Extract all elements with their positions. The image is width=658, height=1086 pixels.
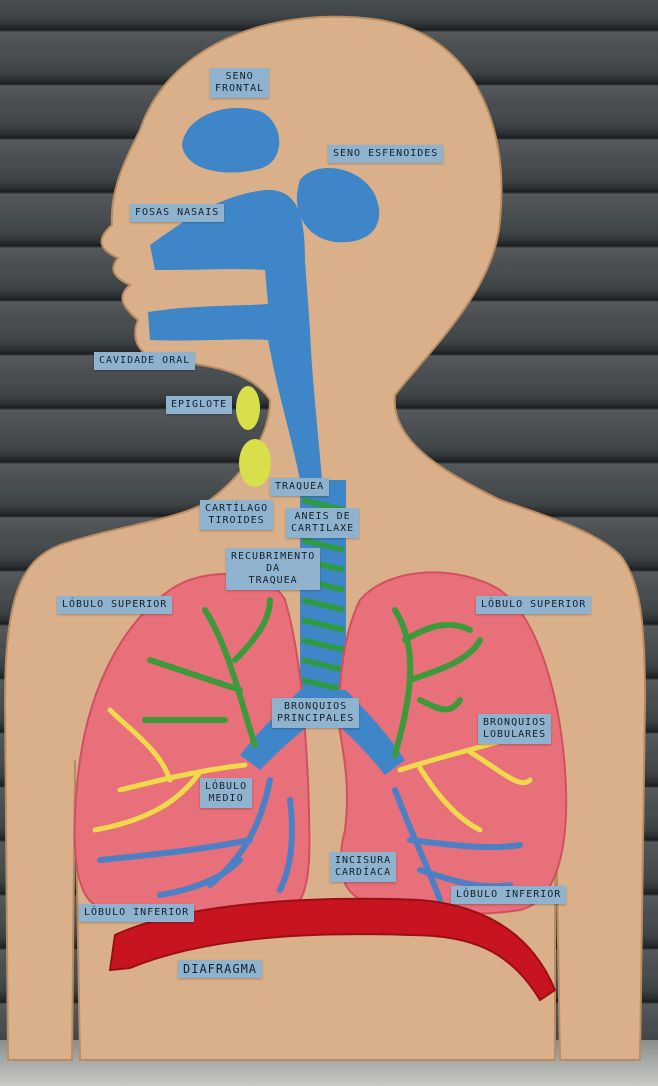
- label-fosas-nasais: Fosas nasais: [130, 204, 224, 222]
- nasal-cavity-pharynx: [148, 190, 322, 480]
- label-cavidade-oral: Cavidade oral: [94, 352, 195, 370]
- epiglottis: [236, 386, 260, 430]
- label-diafragma: Diafragma: [178, 960, 262, 978]
- label-lobulo-superior-left: Lóbulo superior: [57, 596, 172, 614]
- label-lobulo-superior-right: Lóbulo superior: [476, 596, 591, 614]
- label-traquea: Traquea: [270, 478, 329, 496]
- label-seno-frontal: Seno frontal: [210, 68, 269, 98]
- label-lobulo-inferior-left: Lóbulo inferior: [79, 904, 194, 922]
- label-seno-esfenoides: Seno esfenoides: [328, 145, 443, 163]
- label-epiglote: Epiglote: [166, 396, 232, 414]
- label-cartilago-tiroides: Cartílago tiroides: [200, 500, 273, 530]
- label-bronquios-principales: Bronquios principales: [272, 698, 359, 728]
- label-incisura-cardiaca: Incisura cardíaca: [330, 852, 396, 882]
- thyroid-cartilage: [239, 439, 271, 487]
- label-recubrimento-traquea: Recubrimento da traquea: [226, 548, 320, 590]
- label-lobulo-inferior-right: Lóbulo inferior: [451, 886, 566, 904]
- label-aneis-cartilaxe: Aneis de cartilaxe: [286, 508, 359, 538]
- label-lobulo-medio: Lóbulo medio: [200, 778, 252, 808]
- label-bronquios-lobulares: Bronquios lobulares: [478, 714, 551, 744]
